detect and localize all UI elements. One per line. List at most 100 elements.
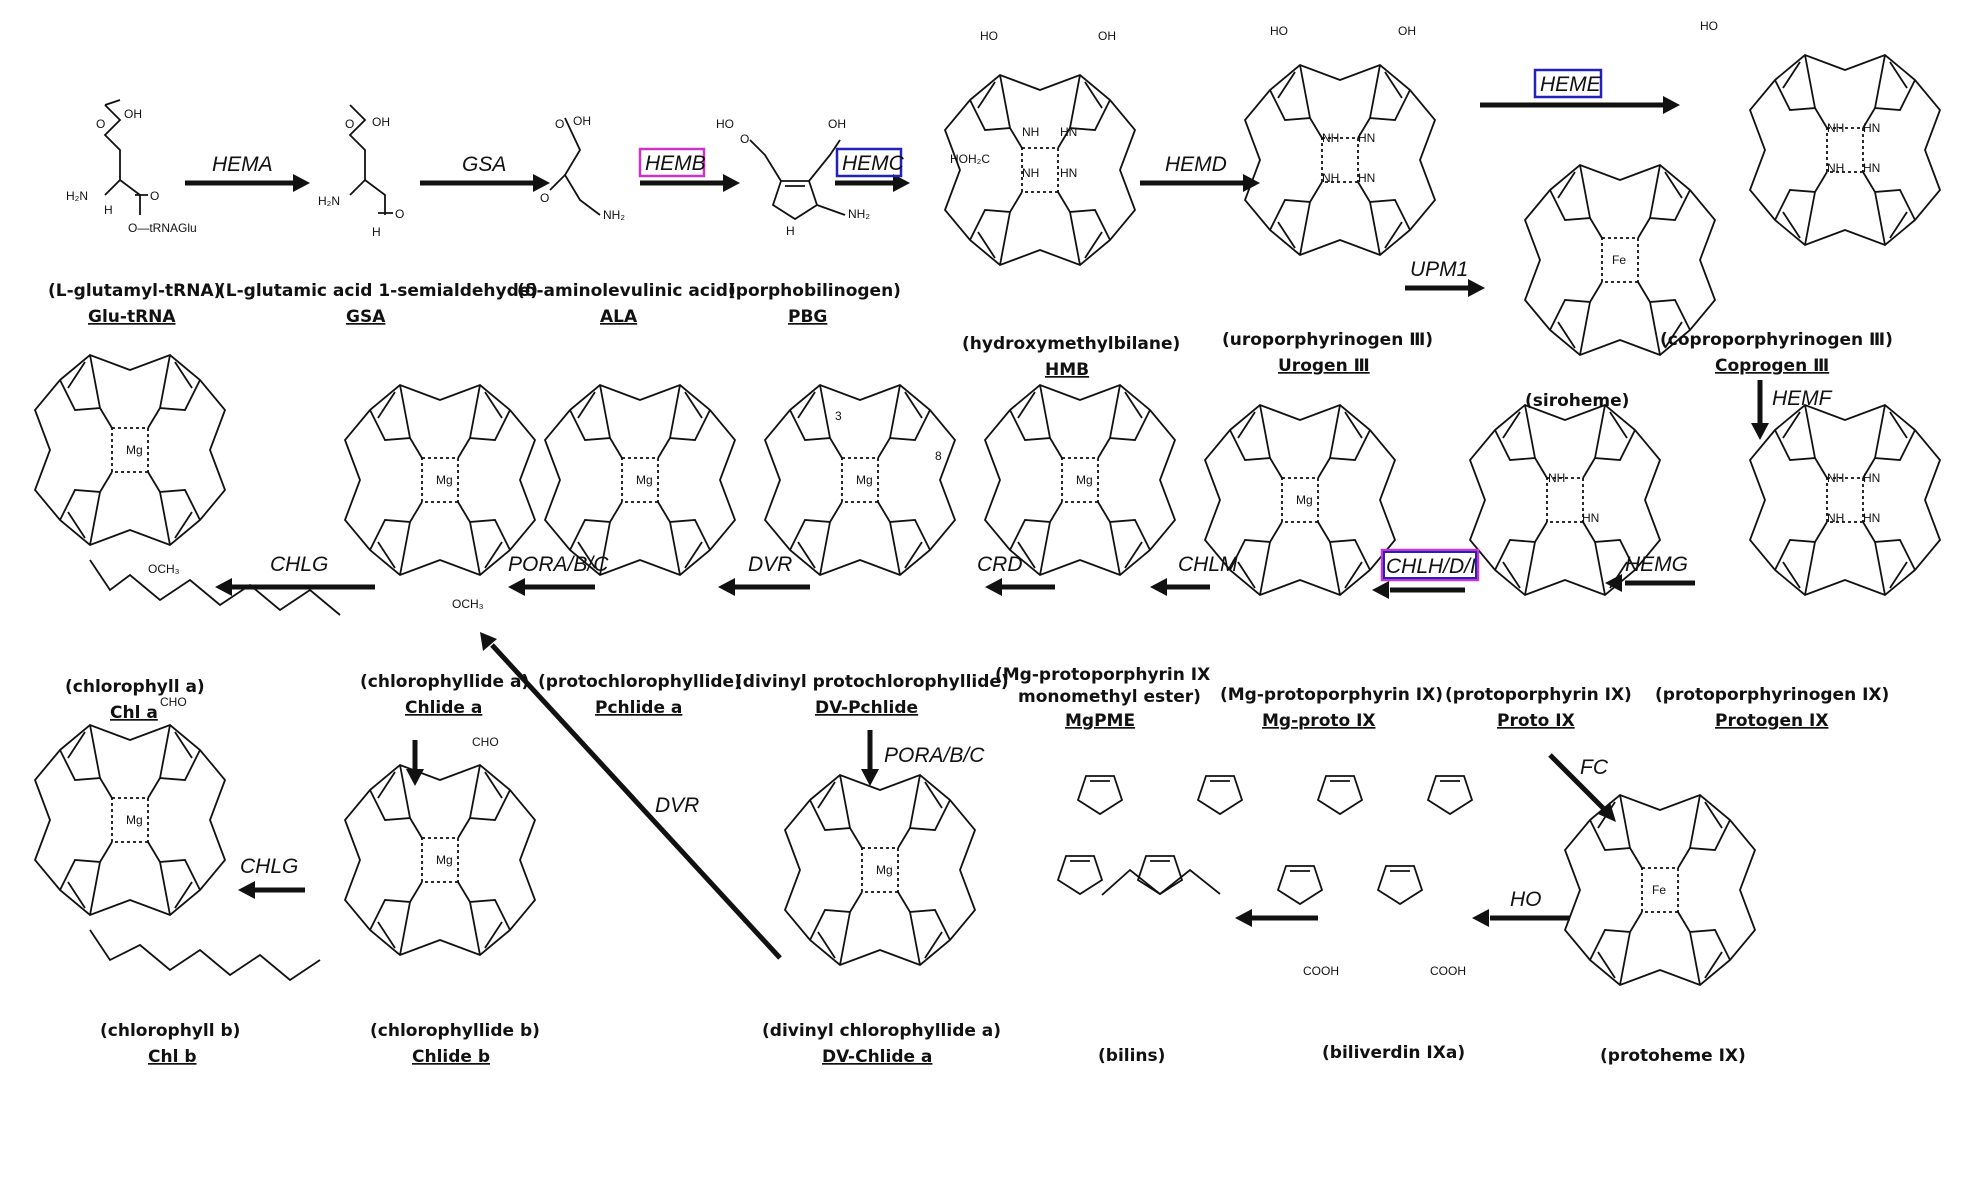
compound-abbr-pchlide: Pchlide a (595, 698, 682, 718)
enzyme-box-heme (1533, 68, 1603, 99)
enzyme-chlg-2: CHLG (240, 855, 298, 878)
compound-name-mgproto: (Mg-protoporphyrin IX) (1220, 685, 1443, 705)
enzyme-chlm: CHLM (1178, 553, 1238, 576)
compound-name-protoheme: (protoheme IX) (1600, 1046, 1746, 1066)
compound-abbr-coprogen: Coprogen Ⅲ (1715, 356, 1829, 376)
atom-cooh-bv-2: COOH (1430, 964, 1466, 978)
enzyme-gsa: GSA (462, 153, 506, 176)
structure-protogen: NH HN NH HN (1749, 404, 1941, 596)
enzyme-dvr-2: DVR (655, 794, 699, 817)
atom-hn-uro-2: HN (1358, 171, 1375, 185)
compound-abbr-gsa: GSA (346, 307, 386, 327)
compound-abbr-urogen: Urogen Ⅲ (1278, 356, 1370, 376)
atom-mg-dvpchlide: Mg (856, 473, 873, 487)
atom-fe-siro: Fe (1612, 253, 1626, 267)
atom-o-6: O (540, 191, 549, 205)
compound-name-bilins: (bilins) (1098, 1046, 1165, 1066)
compound-name-pbg: (porphobilinogen) (728, 281, 901, 301)
structure-mgproto: Mg (1204, 404, 1396, 596)
enzyme-heme: HEME (1540, 73, 1602, 96)
atom-ho-copro: HO (1700, 19, 1718, 33)
compound-name-ala: (δ-aminolevulinic acid) (517, 281, 736, 301)
atom-o-2: O (150, 189, 159, 203)
atom-nh-copro-1: NH (1827, 121, 1844, 135)
atom-mg-chlb: Mg (126, 813, 143, 827)
enzyme-hemg: HEMG (1625, 553, 1688, 576)
structure-protoheme: Fe (1564, 794, 1756, 986)
atom-oh-3: OH (573, 114, 591, 128)
enzyme-hemb: HEMB (645, 152, 706, 175)
atom-c8: 8 (935, 449, 942, 463)
atom-nh-proto: NH (1548, 471, 1565, 485)
atom-hoh2c: HOH₂C (950, 152, 990, 166)
structure-proto: NH HN (1469, 404, 1661, 596)
compound-abbr-proto: Proto IX (1497, 711, 1575, 731)
atom-h2n-2: H₂N (318, 194, 340, 208)
structure-chl-a: Mg OCH₃ (34, 354, 341, 616)
structure-chlide-a: Mg OCH₃ (344, 384, 536, 611)
atom-mg-pchlide: Mg (636, 473, 653, 487)
atom-o-3: O (345, 117, 354, 131)
enzyme-box-hemb (638, 147, 706, 178)
structure-ala: OH O O NH₂ (540, 114, 625, 222)
compound-abbr-mgpme: MgPME (1065, 711, 1135, 731)
atom-och3-chlidea: OCH₃ (452, 597, 484, 611)
compound-abbr-chlb: Chl b (148, 1047, 197, 1067)
enzyme-upm1: UPM1 (1410, 258, 1468, 281)
structure-mgpme: Mg (984, 384, 1176, 576)
atom-hn-protogen-1: HN (1863, 471, 1880, 485)
atom-ho-uro: HO (1270, 24, 1288, 38)
compound-name-chlideb: (chlorophyllide b) (370, 1021, 540, 1041)
atom-mg-mgpme: Mg (1076, 473, 1093, 487)
atom-h-1: H (104, 203, 113, 217)
compound-name-siroheme: (siroheme) (1525, 391, 1629, 411)
compound-name-mgpme: (Mg-protoporphyrin IX (995, 665, 1210, 685)
atom-mg-chla: Mg (126, 443, 143, 457)
enzyme-dvr-1: DVR (748, 553, 792, 576)
atom-nh-uro-1: NH (1322, 131, 1339, 145)
structure-dv-pchlide: Mg 3 8 (764, 384, 956, 576)
atom-nh-uro-2: NH (1322, 171, 1339, 185)
atom-c3: 3 (835, 409, 842, 423)
atom-hn-copro-2: HN (1863, 161, 1880, 175)
compound-abbr-pbg: PBG (788, 307, 827, 327)
atom-h-2: H (372, 225, 381, 239)
compound-abbr-protogen: Protogen IX (1715, 711, 1828, 731)
compound-abbr-hmb: HMB (1045, 360, 1089, 380)
compound-name2-mgpme: monomethyl ester) (1018, 687, 1201, 707)
atom-nh-hmb-2: NH (1022, 166, 1039, 180)
compound-name-pchlide: (protochlorophyllide) (538, 672, 742, 692)
compound-name-biliverdin: (biliverdin IXa) (1322, 1043, 1465, 1063)
atom-hn-hmb-2: HN (1060, 166, 1077, 180)
enzyme-fc: FC (1580, 756, 1609, 779)
structure-urogen: NH HN NH HN HO OH (1244, 24, 1436, 256)
compound-name-coprogen: (coproporphyrinogen Ⅲ) (1660, 330, 1893, 350)
atom-oh-uro: OH (1398, 24, 1416, 38)
atom-oh-hmb: OH (1098, 29, 1116, 43)
compound-abbr-chlidea: Chlide a (405, 698, 482, 718)
atom-hn-hmb-1: HN (1060, 125, 1077, 139)
enzyme-box-hemc (835, 147, 903, 178)
atom-cho-chlideb: CHO (472, 735, 499, 749)
enzyme-hemc: HEMC (842, 152, 905, 175)
compound-abbr-ala: ALA (600, 307, 638, 327)
atom-nh-copro-2: NH (1827, 161, 1844, 175)
structure-chlide-b: Mg CHO (344, 735, 536, 956)
atom-hn-copro-1: HN (1863, 121, 1880, 135)
atom-fe-protoheme: Fe (1652, 883, 1666, 897)
compound-abbr-dvpchlide: DV-Pchlide (815, 698, 918, 718)
atom-nh2-2: NH₂ (848, 207, 870, 221)
atom-nh-hmb-1: NH (1022, 125, 1039, 139)
compound-abbr-mgproto: Mg-proto IX (1262, 711, 1376, 731)
atom-oh-4: OH (828, 117, 846, 131)
compound-name-glutrna: (L-glutamyl-tRNA) (48, 281, 221, 301)
structure-pchlide: Mg (544, 384, 736, 576)
atom-hn-uro-1: HN (1358, 131, 1375, 145)
structure-chl-b: Mg CHO (34, 695, 321, 982)
atom-o-5: O (555, 117, 564, 131)
compound-name-chlb: (chlorophyll b) (100, 1021, 240, 1041)
atom-mg-dvchlidea: Mg (876, 863, 893, 877)
atom-hn-protogen-2: HN (1863, 511, 1880, 525)
